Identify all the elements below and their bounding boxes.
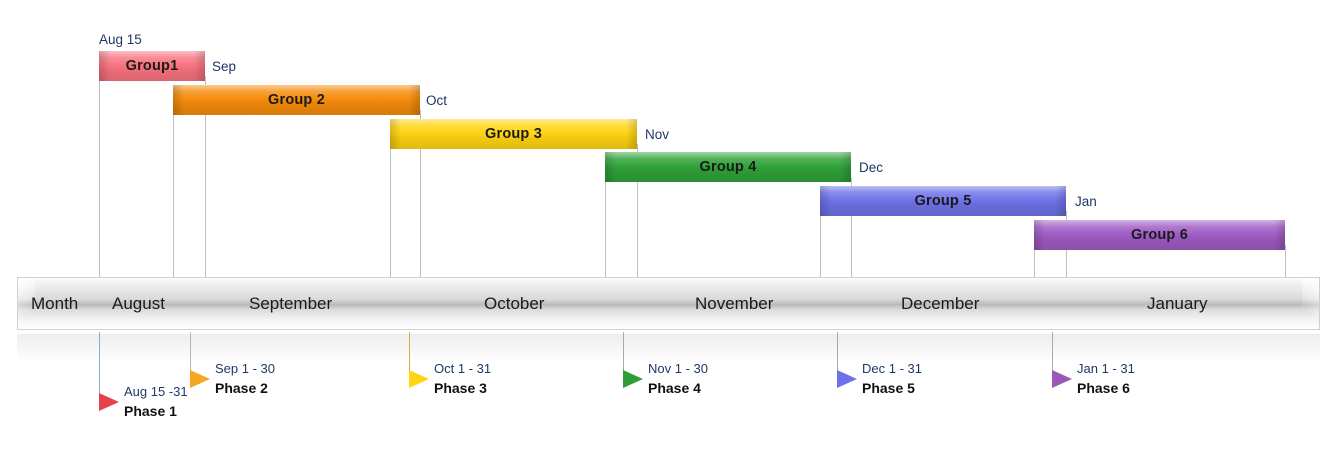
- milestone-name: Phase 5: [862, 380, 915, 396]
- triangle-marker-icon: [409, 370, 429, 388]
- bar-end-tag-nov: Nov: [645, 127, 670, 142]
- gantt-bar-label: Group 2: [268, 92, 325, 108]
- bar-chamfer-right: [194, 51, 205, 81]
- milestone-tickline: [623, 332, 624, 372]
- bar-chamfer-left: [173, 85, 184, 115]
- milestone-name: Phase 3: [434, 380, 487, 396]
- axis-month-september: September: [249, 293, 333, 313]
- bar-chamfer-right: [409, 85, 420, 115]
- gridline: [173, 90, 174, 278]
- milestone-date: Aug 15 -31: [124, 384, 188, 399]
- triangle-marker-icon: [99, 393, 119, 411]
- milestone-date: Nov 1 - 30: [648, 361, 708, 376]
- gridline: [637, 144, 638, 278]
- triangle-marker-icon: [190, 370, 210, 388]
- milestone-date: Sep 1 - 30: [215, 361, 275, 376]
- axis-bevel-right: [1302, 278, 1319, 329]
- gridline: [99, 56, 100, 278]
- gantt-bar-label: Group 3: [485, 126, 542, 142]
- milestone-tickline: [99, 332, 100, 394]
- gantt-bar-group3[interactable]: Group 3: [390, 119, 637, 149]
- gantt-bar-label: Group 6: [1131, 227, 1188, 243]
- axis-month-august: August: [112, 293, 165, 313]
- axis-bevel-left: [18, 278, 35, 329]
- milestone-name: Phase 1: [124, 403, 177, 419]
- bar-start-tag: Aug 15: [99, 32, 142, 47]
- milestone-tickline: [1052, 332, 1053, 372]
- month-axis-band: [17, 277, 1320, 330]
- gantt-bar-group2[interactable]: Group 2: [173, 85, 420, 115]
- bar-chamfer-right: [840, 152, 851, 182]
- triangle-marker-icon: [837, 370, 857, 388]
- bar-end-tag-dec: Dec: [859, 160, 884, 175]
- gantt-bar-label: Group 4: [699, 159, 757, 175]
- gantt-bar-group1[interactable]: Group1: [99, 51, 205, 81]
- axis-month-january: January: [1147, 293, 1208, 313]
- bar-chamfer-right: [626, 119, 637, 149]
- bar-chamfer-left: [820, 186, 831, 216]
- gantt-bar-group4[interactable]: Group 4: [605, 152, 851, 182]
- gridline: [820, 191, 821, 278]
- axis-title-month: Month: [31, 293, 79, 313]
- milestone-date: Dec 1 - 31: [862, 361, 922, 376]
- milestone-tickline: [837, 332, 838, 372]
- gridline: [1285, 245, 1286, 278]
- gridline: [390, 124, 391, 278]
- bar-end-tag-sep: Sep: [212, 59, 237, 74]
- gridline: [851, 178, 852, 278]
- gridline: [605, 158, 606, 278]
- milestone-date: Jan 1 - 31: [1077, 361, 1135, 376]
- bar-chamfer-right: [1274, 220, 1285, 250]
- gantt-bar-label: Group1: [125, 58, 179, 74]
- axis-month-november: November: [695, 293, 774, 313]
- milestone-name: Phase 4: [648, 380, 701, 396]
- gantt-bar-group6[interactable]: Group 6: [1034, 220, 1285, 250]
- bar-end-tag-jan: Jan: [1075, 194, 1097, 209]
- bar-chamfer-left: [99, 51, 110, 81]
- bar-chamfer-right: [1055, 186, 1066, 216]
- axis-month-october: October: [484, 293, 545, 313]
- milestone-date: Oct 1 - 31: [434, 361, 492, 376]
- milestone-name: Phase 2: [215, 380, 268, 396]
- axis-month-december: December: [901, 293, 980, 313]
- milestone-tickline: [409, 332, 410, 372]
- bar-chamfer-left: [390, 119, 401, 149]
- lower-band: [17, 334, 1320, 360]
- gridline: [205, 76, 206, 278]
- bar-chamfer-left: [1034, 220, 1045, 250]
- gantt-bar-label: Group 5: [914, 193, 972, 209]
- gridline: [1034, 225, 1035, 278]
- triangle-marker-icon: [1052, 370, 1072, 388]
- triangle-marker-icon: [623, 370, 643, 388]
- bar-end-tag-oct: Oct: [426, 93, 448, 108]
- milestone-tickline: [190, 332, 191, 372]
- bar-chamfer-left: [605, 152, 616, 182]
- gridline: [420, 110, 421, 278]
- milestone-name: Phase 6: [1077, 380, 1130, 396]
- gantt-bar-group5[interactable]: Group 5: [820, 186, 1066, 216]
